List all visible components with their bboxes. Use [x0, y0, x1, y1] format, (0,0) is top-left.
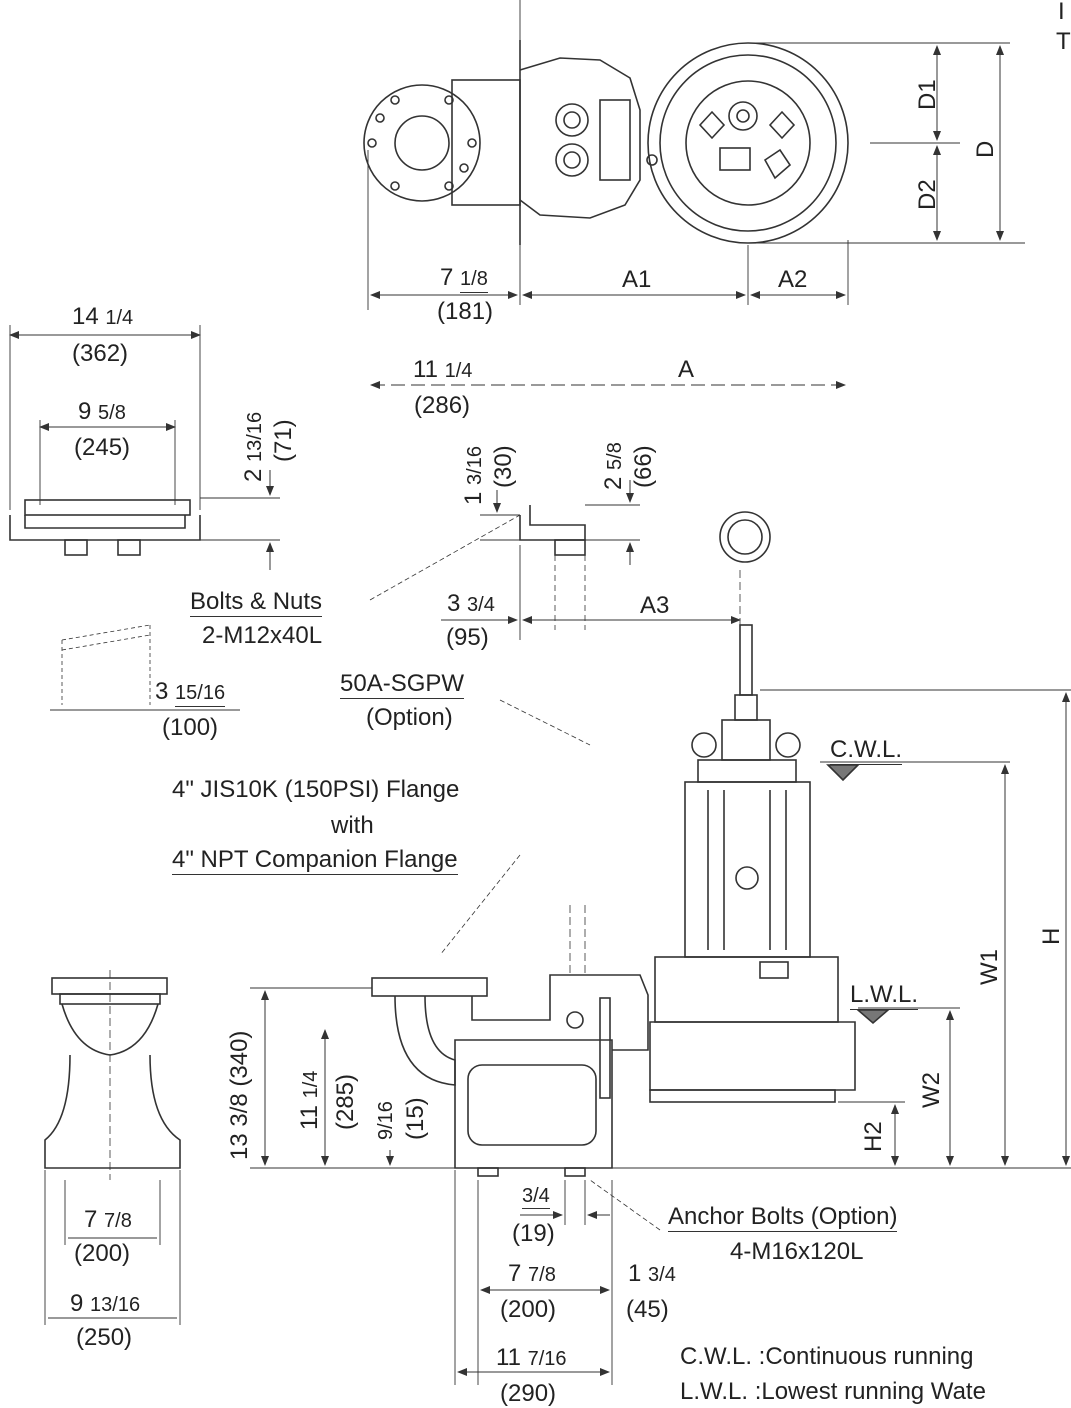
dim-200-mm-end: (200): [74, 1240, 131, 1267]
dim-7-7-8-bottom: 7 7/8: [508, 1262, 556, 1286]
corner-mark-2: T: [1056, 28, 1071, 55]
dim-w1-label: W1: [976, 949, 1003, 985]
dim-9-16: 9/16: [375, 1101, 397, 1140]
dim-9-5-8-whole: 9: [78, 398, 92, 425]
note-pipe-line1: 50A-SGPW: [340, 670, 465, 699]
dim-11-1-4-side-whole: 11: [296, 1105, 323, 1130]
legend-cwl: C.W.L. :Continuous running: [680, 1343, 974, 1370]
dim-7-1-8-frac: 1/8: [460, 268, 488, 293]
guide-rail-view: [9, 325, 280, 711]
dim-a-label: A: [678, 356, 695, 383]
note-anchor-line2: 4-M16x120L: [730, 1238, 864, 1265]
dim-15-mm: (15): [402, 1097, 429, 1140]
note-flange-line2: with: [331, 812, 374, 839]
dim-286-mm: (286): [414, 392, 471, 419]
dim-2-13-16: 2 13/16: [240, 411, 267, 482]
dim-1-3-16: 1 3/16: [460, 446, 487, 505]
dim-a1-label: A1: [622, 266, 652, 293]
note-flange-line3: 4" NPT Companion Flange: [172, 846, 458, 875]
dim-7-7-8-end-whole: 7: [84, 1206, 98, 1233]
dim-1-3-4-bottom-whole: 1: [628, 1260, 642, 1287]
legend-lwl: L.W.L. :Lowest running Wate: [680, 1378, 986, 1405]
note-pipe-line2: (Option): [366, 704, 453, 731]
note-bolts-line1: Bolts & Nuts: [190, 588, 323, 617]
pump-side-view: [250, 624, 1071, 1385]
dim-7-7-8-bottom-whole: 7: [508, 1260, 522, 1287]
dim-7-7-8-bottom-frac: 7/8: [528, 1264, 556, 1286]
dim-45-mm: (45): [626, 1296, 669, 1323]
note-flange-line1: 4" JIS10K (150PSI) Flange: [172, 776, 460, 803]
dim-71-mm: (71): [270, 419, 297, 462]
dim-3-3-4-frac: 3/4: [467, 594, 495, 616]
dim-1-3-16-frac: 3/16: [464, 446, 486, 485]
dim-2-5-8-whole: 2: [600, 476, 627, 490]
cwl-label: C.W.L.: [830, 736, 903, 765]
dim-13-3-8-340: 13 3/8 (340): [226, 1030, 253, 1160]
dim-2-5-8: 2 5/8: [600, 442, 627, 490]
dim-362-mm: (362): [72, 340, 129, 367]
dim-290-mm: (290): [500, 1380, 557, 1407]
dim-11-1-4-whole: 11: [413, 356, 438, 383]
dim-9-5-8-frac: 5/8: [98, 402, 126, 424]
corner-mark-1: I: [1058, 0, 1065, 25]
dim-7-1-8-whole: 7: [440, 264, 454, 291]
dim-11-7-16-whole: 11: [496, 1344, 521, 1371]
dim-d1-label: D1: [914, 79, 941, 110]
dim-7-7-8-end-frac: 7/8: [104, 1210, 132, 1232]
dim-9-13-16-frac: 13/16: [90, 1294, 141, 1316]
dim-9-13-16-whole: 9: [70, 1290, 84, 1317]
dim-2-13-16-frac: 13/16: [244, 411, 266, 462]
dim-a2-label: A2: [778, 266, 808, 293]
dim-2-13-16-whole: 2: [240, 468, 267, 482]
dim-14-1-4: 14 1/4: [72, 305, 133, 329]
note-anchor-line1: Anchor Bolts (Option): [668, 1203, 898, 1232]
dim-11-7-16-frac: 7/16: [527, 1348, 567, 1370]
dim-19-mm: (19): [512, 1220, 555, 1247]
dim-11-1-4-frac: 1/4: [444, 360, 473, 382]
bracket-view: [369, 480, 771, 746]
dim-11-1-4-side-frac: 1/4: [300, 1070, 322, 1099]
dim-d2-label: D2: [914, 179, 941, 210]
dim-7-1-8: 7 1/8: [440, 264, 488, 293]
dim-245-mm: (245): [74, 434, 131, 461]
dim-a3-label: A3: [640, 592, 670, 619]
lwl-label: L.W.L.: [850, 981, 919, 1010]
dim-9-5-8: 9 5/8: [78, 400, 126, 424]
dim-95-mm: (95): [446, 624, 489, 651]
note-bolts-line2: 2-M12x40L: [202, 622, 323, 649]
dim-h2-label: H2: [860, 1121, 887, 1152]
dim-30-mm: (30): [490, 445, 517, 488]
dim-3-3-4: 3 3/4: [447, 592, 495, 616]
dim-1-3-16-whole: 1: [460, 491, 487, 505]
dim-181-mm: (181): [437, 298, 494, 325]
dim-11-1-4: 11 1/4: [413, 358, 472, 382]
dim-200-mm-bottom: (200): [500, 1296, 557, 1323]
dim-250-mm: (250): [76, 1324, 133, 1351]
dim-w2-label: W2: [918, 1072, 945, 1108]
dim-14-1-4-frac: 1/4: [105, 307, 134, 329]
dim-3-15-16-whole: 3: [155, 678, 169, 705]
dim-100-mm: (100): [162, 714, 219, 741]
dim-3-4-bottom: 3/4: [522, 1185, 550, 1209]
dim-285-mm: (285): [332, 1073, 359, 1130]
dim-14-1-4-whole: 14: [72, 303, 99, 330]
dim-11-1-4-side: 11 1/4: [296, 1070, 323, 1130]
dim-3-3-4-whole: 3: [447, 590, 461, 617]
dim-1-3-4-bottom-frac: 3/4: [648, 1264, 676, 1286]
dim-66-mm: (66): [630, 445, 657, 488]
dim-2-5-8-frac: 5/8: [604, 442, 626, 470]
dim-7-7-8-end: 7 7/8: [84, 1208, 132, 1232]
dim-3-15-16: 3 15/16: [155, 678, 226, 707]
dim-1-3-4-bottom: 1 3/4: [628, 1262, 676, 1286]
dim-h-label: H: [1038, 927, 1065, 945]
dim-9-13-16: 9 13/16: [70, 1292, 140, 1316]
dim-3-15-16-frac: 15/16: [175, 682, 226, 707]
dim-11-7-16: 11 7/16: [496, 1346, 567, 1370]
end-view: [44, 970, 181, 1325]
top-view: [363, 0, 1025, 389]
dim-d-label: D: [972, 140, 999, 158]
